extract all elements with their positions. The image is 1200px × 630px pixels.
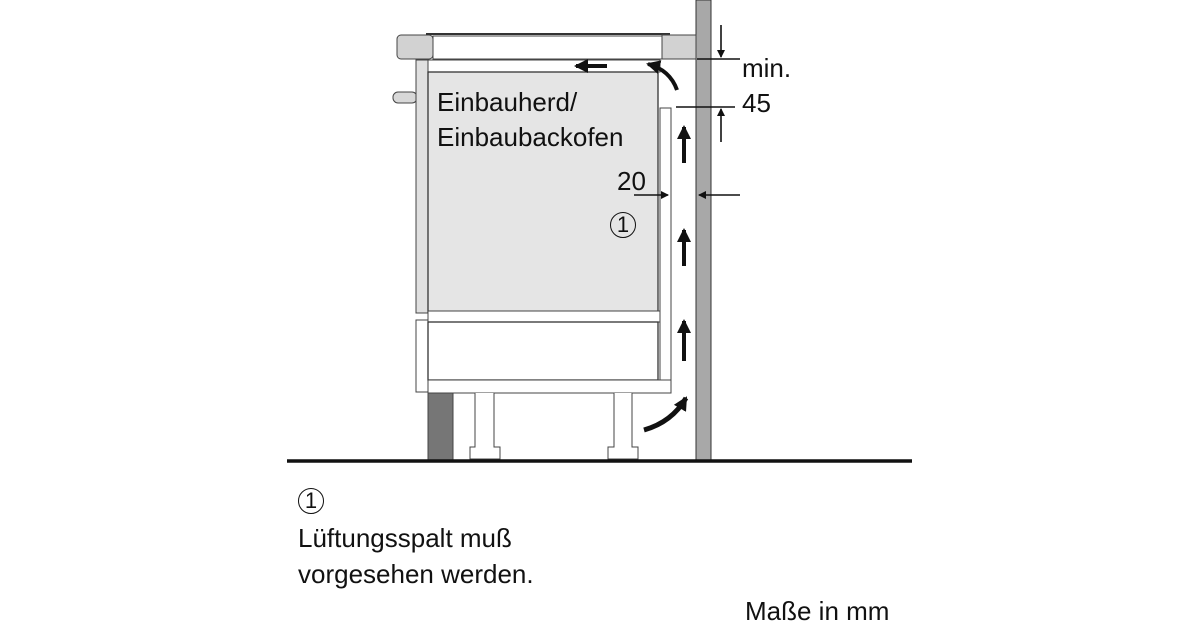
airflow-arrows [574,59,691,433]
units-note: Maße in mm [745,596,890,626]
dimension-top-value: 45 [742,88,771,118]
appliance-label-line2: Einbaubackofen [437,122,624,152]
dimension-gap-value: 20 [617,166,646,196]
oven [392,59,672,461]
countertop [396,33,697,60]
legend-line1: Lüftungsspalt muß [298,523,512,553]
callout-number: 1 [610,212,636,238]
legend-line2: vorgesehen werden. [298,559,534,589]
callout-marker: 1 [610,210,636,238]
legend-number: 1 [298,488,324,514]
appliance-label-line1: Einbauherd/ [437,87,578,117]
dimension-lines [634,25,740,199]
wall [695,0,712,462]
dimension-min-label: min. [742,53,792,83]
legend-marker: 1 [298,486,324,514]
